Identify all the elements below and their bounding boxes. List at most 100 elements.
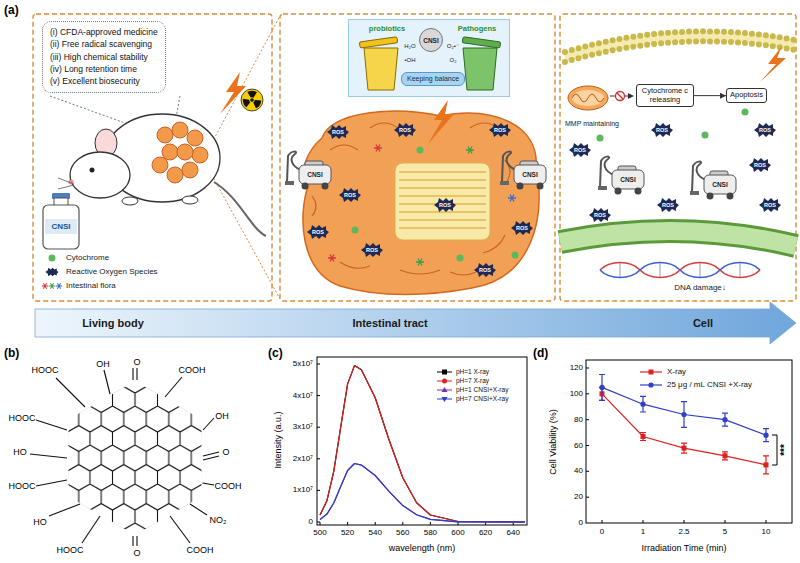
chart-d bbox=[682, 446, 687, 451]
chart-d bbox=[763, 433, 768, 438]
balance-inset: probioticsPathogensH₂O•OHO₂•⁻O₂CNSIKeepi… bbox=[348, 19, 510, 97]
intestinal-flora bbox=[374, 145, 382, 152]
dna-helix bbox=[600, 263, 760, 278]
tick-label: 5 bbox=[723, 527, 727, 536]
ros-blobs bbox=[339, 188, 361, 202]
intestinal-flora bbox=[508, 195, 516, 202]
ros-blobs bbox=[569, 143, 591, 157]
node-text: Pathogens bbox=[458, 25, 496, 34]
node-text: (v) Excellent biosecurity bbox=[50, 75, 158, 87]
ros-tag: ROS bbox=[764, 202, 776, 208]
mouse bbox=[167, 167, 183, 183]
chemical-group: HOOC bbox=[9, 481, 36, 491]
node-text: O₂ bbox=[450, 57, 457, 64]
vacuum-cleaners bbox=[690, 162, 736, 200]
chart-c bbox=[320, 366, 525, 522]
chemical-group: COOH bbox=[187, 545, 214, 555]
chart-d bbox=[599, 387, 769, 474]
intestine bbox=[303, 111, 539, 294]
chemical-group: HOOC bbox=[57, 545, 84, 555]
chart-c bbox=[320, 366, 525, 522]
chart-d bbox=[599, 385, 604, 390]
chart-c bbox=[317, 357, 527, 525]
mouse bbox=[192, 147, 208, 163]
tick-label: 20 bbox=[574, 493, 583, 502]
bottle-label: CNSI bbox=[51, 222, 70, 231]
ros-tag: ROS bbox=[574, 147, 586, 153]
chemical-group: COOH bbox=[215, 481, 242, 491]
nucleus bbox=[560, 231, 796, 246]
chemical-group: HOOC bbox=[9, 413, 36, 423]
ros-blobs bbox=[651, 123, 673, 137]
node-text: Cytochrome c releasing bbox=[640, 87, 690, 104]
chart-d bbox=[723, 453, 728, 458]
mouse bbox=[58, 178, 74, 189]
dna-helix bbox=[600, 263, 760, 278]
radiation-symbol bbox=[241, 89, 263, 111]
ros-blobs bbox=[474, 263, 496, 277]
lightning bbox=[220, 72, 246, 114]
tick-label: 80 bbox=[574, 415, 583, 424]
ros-tag: ROS bbox=[656, 127, 668, 133]
legend-samples-d bbox=[648, 382, 653, 387]
vacuum-label: CNSI bbox=[522, 171, 538, 178]
ros-blobs bbox=[361, 243, 383, 257]
node-text: CNSI bbox=[423, 37, 439, 44]
ros-blobs bbox=[327, 125, 349, 139]
panel-letter: (d) bbox=[533, 347, 548, 361]
nucleus bbox=[560, 231, 796, 246]
tick-label: 0 bbox=[600, 527, 604, 536]
intestinal-flora bbox=[328, 255, 336, 262]
legend-samples-a bbox=[56, 283, 62, 289]
intestinal-flora bbox=[466, 147, 474, 154]
tick-label: 4x10⁷ bbox=[293, 391, 313, 400]
intestine bbox=[340, 262, 370, 268]
ros-tag: ROS bbox=[516, 225, 528, 231]
intestine bbox=[370, 123, 398, 128]
mouse bbox=[157, 127, 173, 143]
mitochondrion bbox=[572, 94, 604, 102]
tick-label: 1x10⁷ bbox=[293, 486, 313, 495]
significance-mark: *** bbox=[779, 444, 791, 456]
legend-samples-a bbox=[42, 283, 48, 289]
node-text: O₂•⁻ bbox=[447, 43, 459, 50]
node-text: (i) CFDA-approved medicine bbox=[50, 26, 158, 38]
ros-tag: ROS bbox=[494, 127, 506, 133]
tick-label: 10 bbox=[762, 527, 771, 536]
tick-label: 620 bbox=[479, 528, 492, 537]
process-box: Cytochrome c releasing bbox=[636, 84, 694, 107]
node-text: Keeping balance bbox=[407, 75, 459, 83]
tick-label: 3x10⁷ bbox=[293, 423, 313, 432]
cytochrome-dots bbox=[417, 147, 424, 154]
chart-d bbox=[641, 434, 646, 439]
graphene-structure bbox=[30, 454, 67, 458]
tick-label: 120 bbox=[570, 363, 583, 372]
mouse bbox=[122, 197, 138, 205]
node-text: Intestinal tract bbox=[352, 317, 427, 330]
axis-title: Intensity (a.u.) bbox=[273, 411, 283, 468]
pathogen-bin bbox=[463, 48, 497, 90]
mouse bbox=[152, 157, 168, 173]
mouse bbox=[172, 122, 188, 138]
mouse bbox=[187, 130, 203, 146]
nucleus bbox=[560, 231, 796, 246]
graphene-structure bbox=[82, 516, 100, 543]
mouse bbox=[70, 152, 130, 198]
graphene-structure bbox=[104, 370, 110, 394]
axis-title: Cell Viability (%) bbox=[548, 409, 558, 474]
chart-d bbox=[599, 385, 768, 438]
chemical-group: NO₂ bbox=[210, 515, 227, 525]
chart-c bbox=[317, 357, 527, 525]
ros-blobs bbox=[307, 225, 329, 239]
cytochrome-dots bbox=[742, 109, 749, 116]
ros-tag: ROS bbox=[479, 267, 491, 273]
panel-frames bbox=[33, 14, 272, 301]
legend-label: Intestinal flora bbox=[66, 281, 116, 290]
ros-blobs bbox=[307, 123, 781, 277]
chart-d bbox=[599, 375, 769, 442]
node-text: (iii) High chemical stability bbox=[50, 51, 158, 63]
tick-label: 520 bbox=[341, 528, 354, 537]
claims-list: (i) CFDA-approved medicine(ii) Free radi… bbox=[42, 21, 166, 93]
chart-c bbox=[320, 464, 525, 523]
